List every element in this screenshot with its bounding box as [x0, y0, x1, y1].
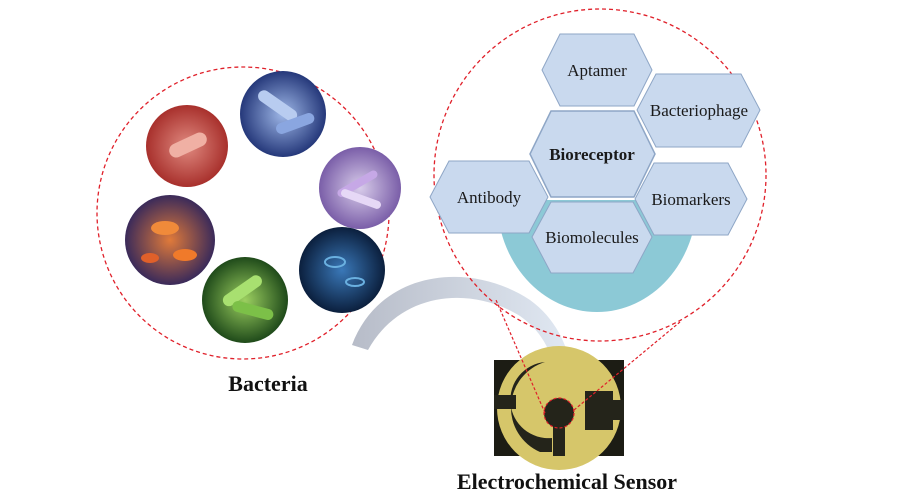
- antibody-label: Antibody: [457, 188, 522, 207]
- aptamer-label: Aptamer: [567, 61, 627, 80]
- hexagon-biomarkers: Biomarkers: [634, 162, 748, 236]
- green-rod-bacteria-image: [202, 257, 288, 343]
- biomarkers-label: Biomarkers: [651, 190, 730, 209]
- hexagon-biomolecules: Biomolecules: [531, 201, 653, 274]
- dark-blue-bacteria-image: [299, 227, 385, 313]
- hexagon-bacteriophage: Bacteriophage: [636, 73, 761, 148]
- bioreceptor-dashed-circle: [433, 8, 767, 342]
- hexagon-bioreceptor: Bioreceptor: [529, 110, 656, 198]
- zoom-connector-left: [495, 299, 546, 414]
- red-rod-bacterium-image: [146, 105, 228, 187]
- purple-rod-bacteria-image: [319, 147, 401, 229]
- hexagon-aptamer: Aptamer: [541, 33, 653, 107]
- bacteria-images: [125, 71, 401, 343]
- sensor-label: Electrochemical Sensor: [457, 469, 677, 494]
- electrochemical-sensor-image: [494, 346, 624, 470]
- bioreceptor-label: Bioreceptor: [549, 145, 635, 164]
- curved-arrow: [352, 276, 586, 402]
- blue-rod-bacteria-image: [240, 71, 326, 157]
- orange-flagellated-bacteria-image: [125, 195, 215, 285]
- biomolecules-label: Biomolecules: [545, 228, 638, 247]
- zoom-connector-right: [573, 321, 681, 411]
- bacteria-label: Bacteria: [228, 371, 307, 396]
- bacteriophage-label: Bacteriophage: [650, 101, 748, 120]
- hexagon-antibody: Antibody: [429, 160, 549, 234]
